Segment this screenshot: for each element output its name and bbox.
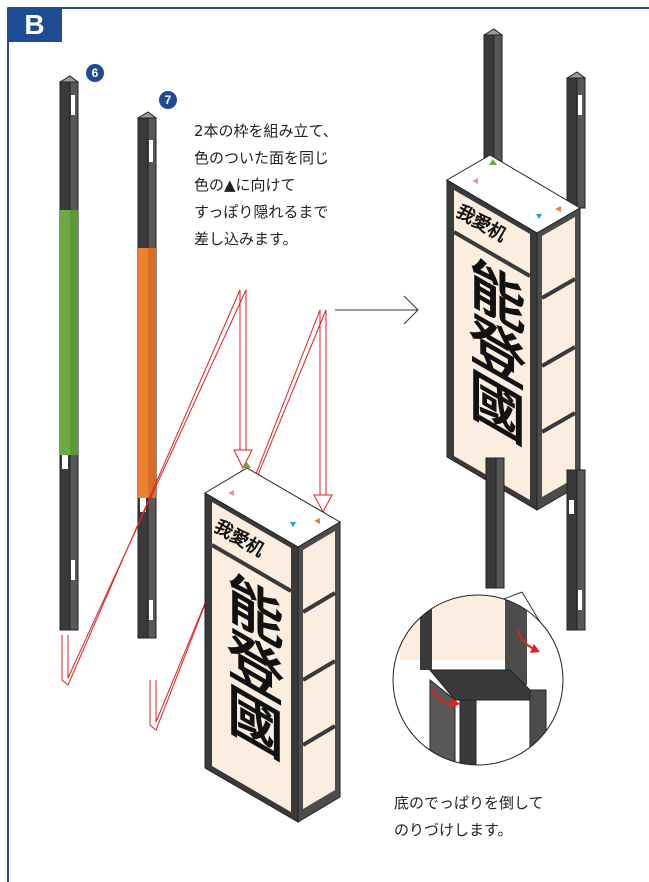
instruction-assemble: 2本の枠を組み立て、 色のついた面を同じ 色の▲に向けて すっぽり隠れるまで 差… (194, 118, 338, 253)
instruction-line: 色の▲に向けて (194, 176, 296, 194)
instruction-line: 2本の枠を組み立て、 (194, 122, 338, 140)
progress-arrow (335, 295, 419, 325)
section-label: B (7, 7, 62, 42)
lantern-box-upper (446, 28, 586, 631)
instruction-glue: 底のでっぱりを倒して のりづけします。 (394, 790, 544, 844)
section-border-left (7, 40, 9, 882)
lantern-box-lower (204, 462, 341, 823)
instruction-line: 色のついた面を同じ (194, 149, 330, 167)
step-badge-7: 7 (159, 91, 177, 109)
green-face (60, 210, 70, 455)
frame-post-6 (59, 75, 79, 631)
section-border-top (62, 7, 649, 9)
step-badge-6: 6 (86, 64, 104, 82)
orange-face (138, 248, 148, 498)
instruction-line: 底のでっぱりを倒して (394, 794, 544, 812)
instruction-line: のりづけします。 (394, 821, 513, 839)
instruction-line: すっぽり隠れるまで (194, 203, 329, 221)
frame-post-7 (137, 111, 157, 639)
instruction-line: 差し込みます。 (194, 230, 298, 248)
